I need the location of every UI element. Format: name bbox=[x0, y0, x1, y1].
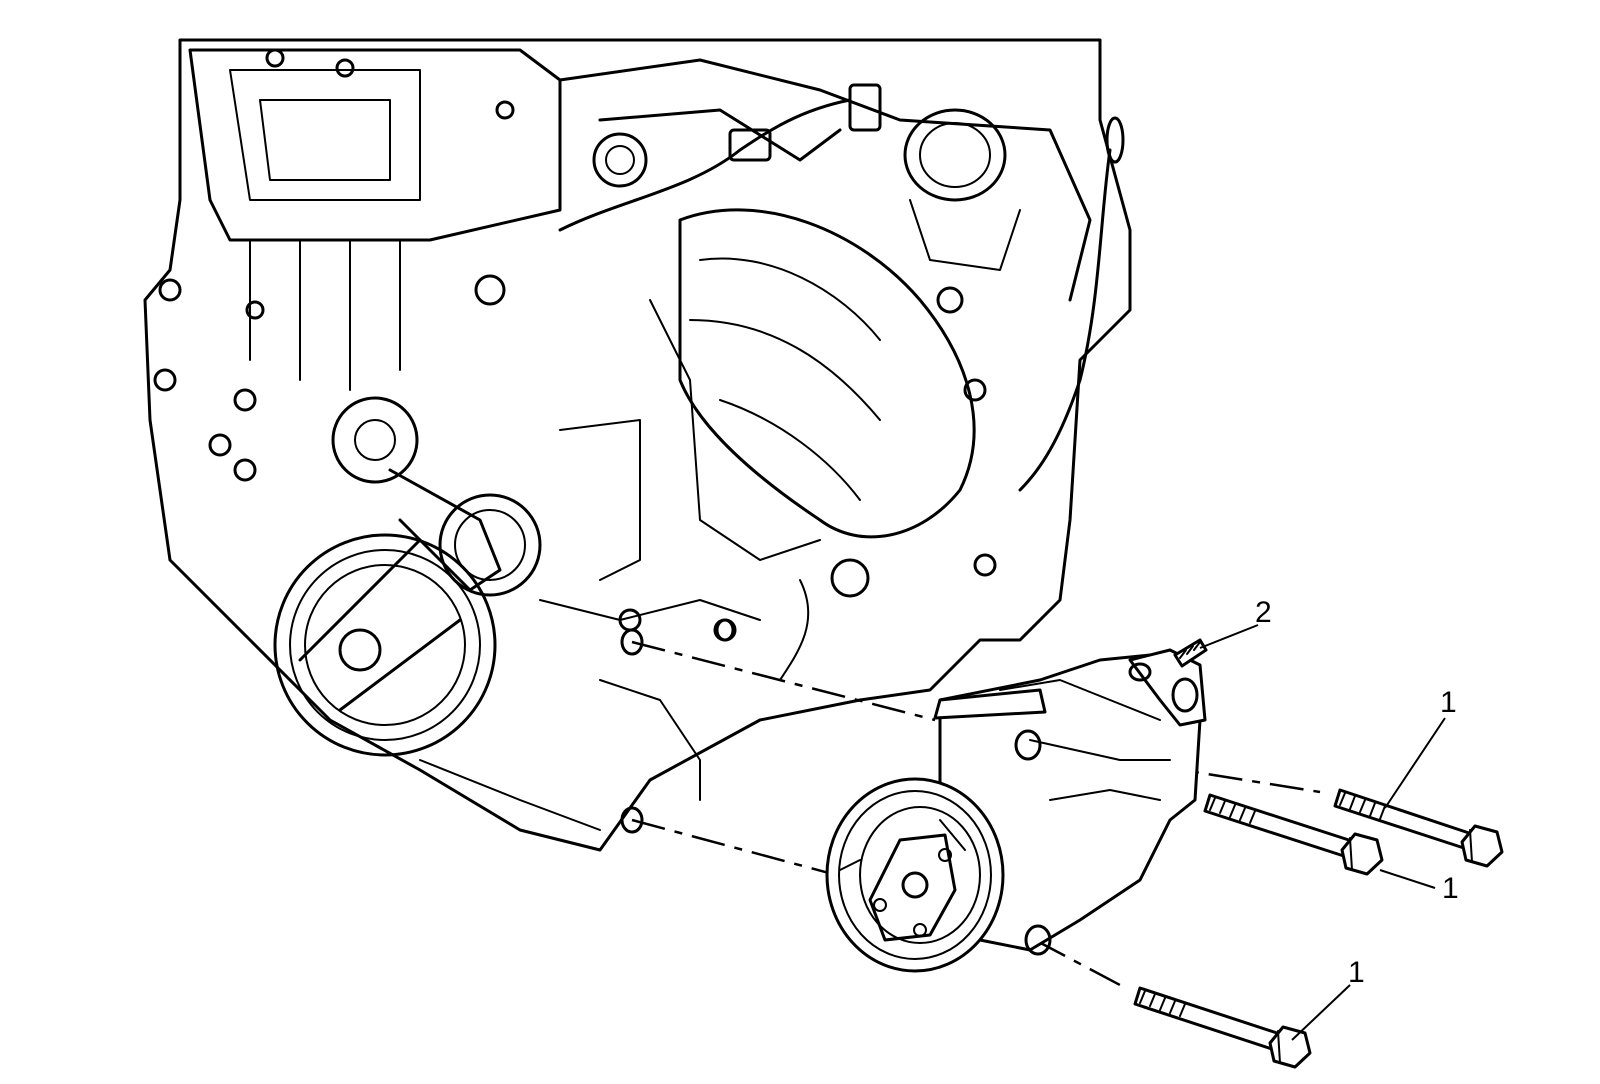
mount-hole-lower bbox=[620, 806, 644, 834]
callout-label-2: 2 bbox=[1255, 596, 1272, 629]
bolt-upper bbox=[1333, 788, 1504, 868]
stud bbox=[1173, 638, 1208, 668]
callout-bolt-lower: 1 bbox=[1291, 956, 1365, 1041]
callout-bolt-upper: 1 bbox=[1384, 686, 1457, 809]
callout-label-1b: 1 bbox=[1442, 872, 1459, 905]
callout-bolt-middle: 1 bbox=[1379, 869, 1459, 905]
callout-label-1a: 1 bbox=[1440, 686, 1457, 719]
clutch-pulley bbox=[825, 777, 1005, 973]
callout-label-1c: 1 bbox=[1348, 956, 1365, 989]
bolt-middle bbox=[1203, 793, 1384, 876]
bolt-lower bbox=[1133, 986, 1312, 1069]
engine-block bbox=[143, 38, 1132, 852]
callout-stud: 2 bbox=[1199, 596, 1272, 649]
ac-compressor bbox=[825, 638, 1208, 973]
mount-hole-upper bbox=[620, 628, 644, 656]
